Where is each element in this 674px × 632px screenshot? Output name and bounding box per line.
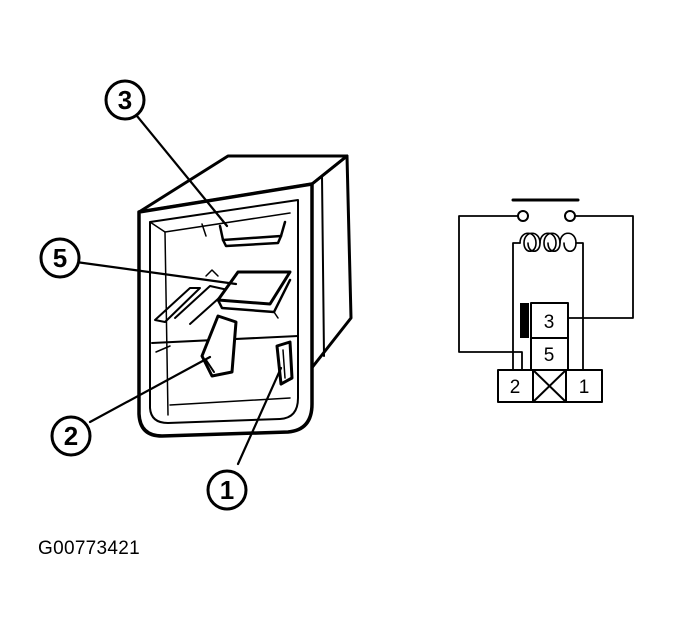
relay-terminal-3: [201, 220, 287, 248]
callout-label-2: 2: [64, 421, 78, 451]
schematic-terminal-3: 3: [544, 312, 555, 333]
relay-terminal-2: [200, 314, 238, 378]
schematic-terminal-2: 2: [510, 377, 521, 398]
schematic-terminal-1: 1: [579, 377, 590, 398]
callout-label-1: 1: [220, 475, 234, 505]
callout-leaders: [74, 114, 283, 466]
schematic-terminal-5: 5: [544, 345, 555, 366]
relay-terminal-1: [275, 340, 294, 386]
callout-label-5: 5: [53, 243, 67, 273]
callout-label-3: 3: [118, 85, 132, 115]
relay-schematic: [458, 198, 634, 403]
relay-terminal-5: [216, 270, 292, 319]
figure-id: G00773421: [38, 538, 141, 559]
callout-circles: [39, 79, 248, 511]
